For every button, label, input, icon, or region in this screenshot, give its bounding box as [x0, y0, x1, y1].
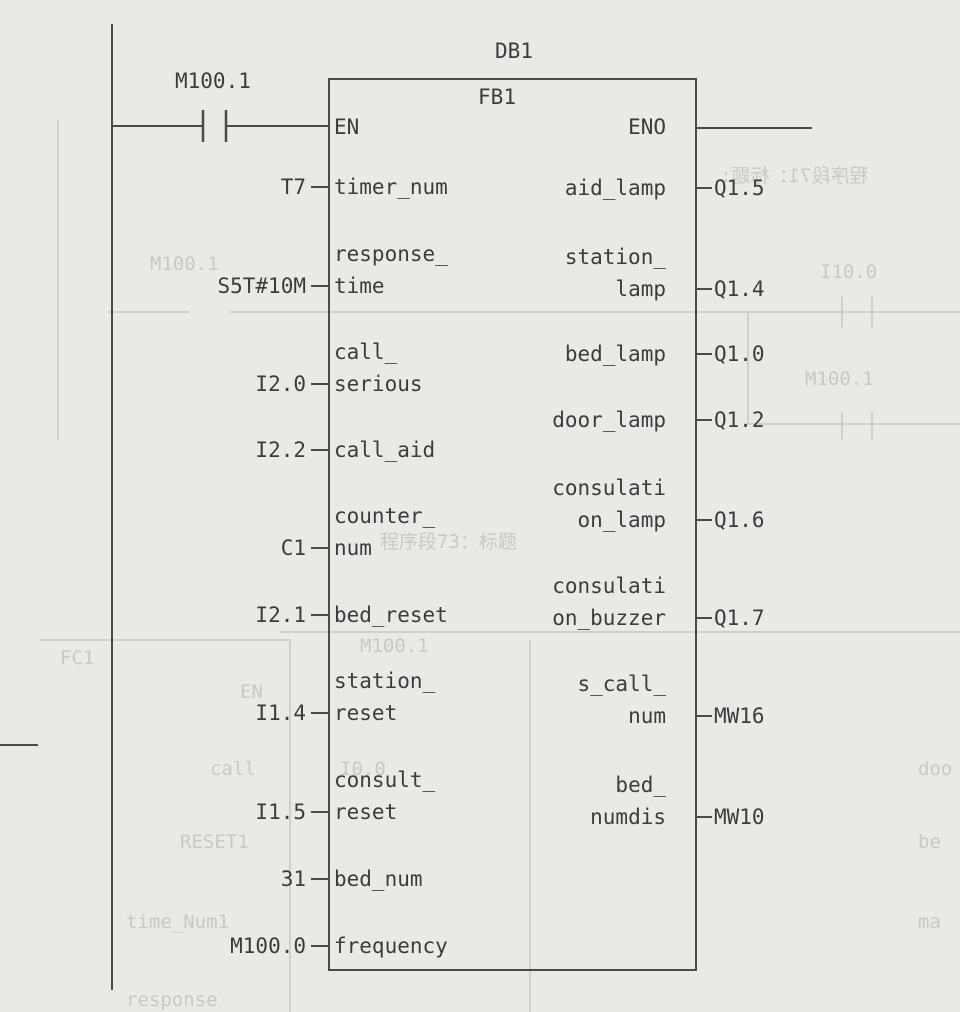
input-pin-label: consult_ — [334, 768, 436, 792]
output-actual-value: Q1.4 — [714, 277, 765, 301]
output-pin-label: consulati — [552, 574, 666, 598]
contact-m100-1-icon — [201, 110, 228, 142]
input-pin-label: reset — [334, 701, 397, 725]
input-actual-value: C1 — [281, 536, 306, 560]
ghost-pin-label-3: time_Num1 — [126, 911, 229, 933]
input-pin: T7 timer_num — [281, 175, 448, 199]
input-actual-value: I1.4 — [255, 701, 306, 725]
ghost-network-71-title: 程序段71：标题: — [720, 165, 868, 187]
input-pin-label: bed_reset — [334, 603, 448, 627]
output-pin-label: s_call_ — [577, 672, 666, 696]
output-pin-label: aid_lamp — [565, 176, 666, 200]
output-pin: Q1.0 bed_lamp — [565, 342, 765, 366]
output-pin-label: numdis — [590, 805, 666, 829]
ghost-network-73-title: 程序段73：标题 — [380, 531, 517, 553]
ghost-input-label-1: I0.0 — [340, 758, 386, 780]
input-actual-value: 31 — [281, 867, 306, 891]
ghost-contact-label-1: M100.1 — [150, 253, 219, 275]
input-pin: S5T#10M response_time — [217, 242, 448, 298]
output-pin: Q1.6 consulati on_lamp — [552, 476, 764, 532]
input-actual-value: M100.0 — [230, 934, 306, 958]
input-actual-value: I2.1 — [255, 603, 306, 627]
output-pin-label: bed_lamp — [565, 342, 666, 366]
input-pin: I2.0 call_serious — [255, 340, 422, 396]
output-actual-value: Q1.0 — [714, 342, 765, 366]
ghost-box-2 — [280, 631, 960, 1012]
ghost-pin-label-1: call — [210, 758, 256, 780]
input-pin: I1.4 station_reset — [255, 669, 435, 725]
input-pin: I2.1 bed_reset — [255, 603, 447, 627]
input-pin-label: serious — [334, 372, 423, 396]
input-actual-value: I1.5 — [255, 800, 306, 824]
output-pin-label: bed_ — [615, 773, 666, 797]
output-pin: MW16 s_call_num — [577, 672, 764, 728]
contact-address: M100.1 — [175, 69, 251, 93]
ghost-edge-text-2: be — [918, 831, 941, 853]
output-pin: Q1.4 station_lamp — [565, 245, 765, 301]
output-actual-value: MW16 — [714, 704, 765, 728]
input-actual-value: T7 — [281, 175, 306, 199]
input-pin-label: call_ — [334, 340, 398, 364]
input-pin: 31 bed_num — [281, 867, 423, 891]
ghost-contact-label-3: M100.1 — [805, 368, 874, 390]
output-pin: MW10 bed_numdis — [590, 773, 764, 829]
input-pin-label: call_aid — [334, 438, 435, 462]
ghost-contact-1 — [747, 296, 960, 440]
ghost-pin-label-4: response — [126, 989, 218, 1011]
ghost-en-label: EN — [240, 681, 263, 703]
output-pin-label: consulati — [552, 476, 666, 500]
output-actual-value: Q1.7 — [714, 606, 765, 630]
output-actual-value: Q1.6 — [714, 508, 765, 532]
output-pin-label: lamp — [615, 277, 666, 301]
output-actual-value: Q1.5 — [714, 176, 765, 200]
eno-pin-label: ENO — [628, 115, 666, 139]
input-pin-label: response_ — [334, 242, 448, 266]
fb-name-label: FB1 — [478, 85, 516, 109]
ghost-edge-text-3: ma — [918, 911, 941, 933]
input-actual-value: S5T#10M — [217, 274, 306, 298]
input-pin: C1 counter_num — [281, 504, 436, 560]
instance-db-label: DB1 — [495, 39, 533, 63]
output-actual-value: Q1.2 — [714, 408, 765, 432]
output-pin: Q1.2 door_lamp — [552, 408, 764, 432]
input-pin-label: frequency — [334, 934, 448, 958]
ghost-contact-label-2: I10.0 — [820, 261, 877, 283]
input-pin-label: timer_num — [334, 175, 448, 199]
output-pin-label: num — [628, 704, 666, 728]
input-actual-value: I2.0 — [255, 372, 306, 396]
output-pin: Q1.5 aid_lamp — [565, 176, 765, 200]
input-pin: I1.5 consult_reset — [255, 768, 435, 824]
input-pin: M100.0 frequency — [230, 934, 448, 958]
output-pin-label: door_lamp — [552, 408, 666, 432]
input-actual-value: I2.2 — [255, 438, 306, 462]
input-pin-label: bed_num — [334, 867, 423, 891]
input-pin-label: time — [334, 274, 385, 298]
show-through-layer: 程序段71：标题: M100.1 I10.0 M100.1 FC1 M100.1… — [0, 120, 960, 1012]
output-pin: Q1.7 consulati on_buzzer — [552, 574, 764, 630]
en-pin-label: EN — [334, 115, 359, 139]
output-actual-value: MW10 — [714, 805, 765, 829]
output-pin-label: on_lamp — [577, 508, 666, 532]
input-pin-label: num — [334, 536, 372, 560]
ghost-edge-text-1: doo — [918, 758, 952, 780]
input-pin-label: counter_ — [334, 504, 436, 528]
output-pin-label: on_buzzer — [552, 606, 666, 630]
ghost-pin-label-2: RESET1 — [180, 831, 249, 853]
output-pin-label: station_ — [565, 245, 667, 269]
function-block-box — [328, 78, 697, 971]
ghost-fc-label: FC1 — [60, 647, 94, 669]
input-pin-label: station_ — [334, 669, 436, 693]
input-pin-label: reset — [334, 800, 397, 824]
ghost-contact-label-4: M100.1 — [360, 635, 429, 657]
input-pin: I2.2 call_aid — [255, 438, 435, 462]
ghost-box-1 — [40, 639, 291, 1012]
